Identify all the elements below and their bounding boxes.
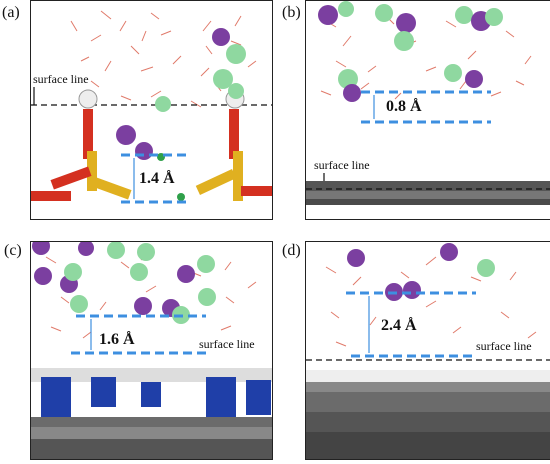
distance-guides xyxy=(361,90,491,124)
panel-a: surface line xyxy=(30,0,273,220)
surface-line-text: surface line xyxy=(476,339,532,353)
panel-c-figure: 1.6 Å surface line xyxy=(31,242,272,459)
nitrogen-doped-surface xyxy=(31,368,272,459)
ions xyxy=(116,28,246,201)
panel-b-label: (b) xyxy=(282,4,301,21)
panel-c: 1.6 Å surface line xyxy=(30,241,273,460)
distance-label: 0.8 Å xyxy=(386,97,422,115)
panel-a-figure: surface line xyxy=(31,10,272,204)
distance-label: 2.4 Å xyxy=(381,316,417,334)
distance-label: 1.4 Å xyxy=(139,169,175,187)
panel-c-label: (c) xyxy=(4,242,22,259)
carbon-surface xyxy=(306,370,550,459)
distance-guides xyxy=(71,314,206,355)
water-network xyxy=(325,256,537,347)
distance-label: 1.6 Å xyxy=(99,330,135,348)
phosphate-right xyxy=(195,89,272,201)
ions xyxy=(32,242,216,324)
phosphate-left xyxy=(31,89,132,201)
surface-line-text: surface line xyxy=(199,337,255,351)
panel-d-figure: 2.4 Å surface line xyxy=(306,243,550,459)
distance-guides xyxy=(346,291,476,358)
surface-line-text: surface line xyxy=(314,158,370,172)
graphene-layer xyxy=(306,181,550,205)
surface-line-text: surface line xyxy=(33,72,89,86)
ions xyxy=(318,1,503,102)
panel-d: 2.4 Å surface line xyxy=(305,241,550,460)
panel-a-label: (a) xyxy=(2,4,20,21)
panel-b-figure: 0.8 Å surface line xyxy=(306,1,550,205)
panel-b: 0.8 Å surface line xyxy=(305,0,550,220)
water-network xyxy=(70,10,257,108)
panel-d-label: (d) xyxy=(282,242,301,259)
distance-guides xyxy=(121,153,191,204)
